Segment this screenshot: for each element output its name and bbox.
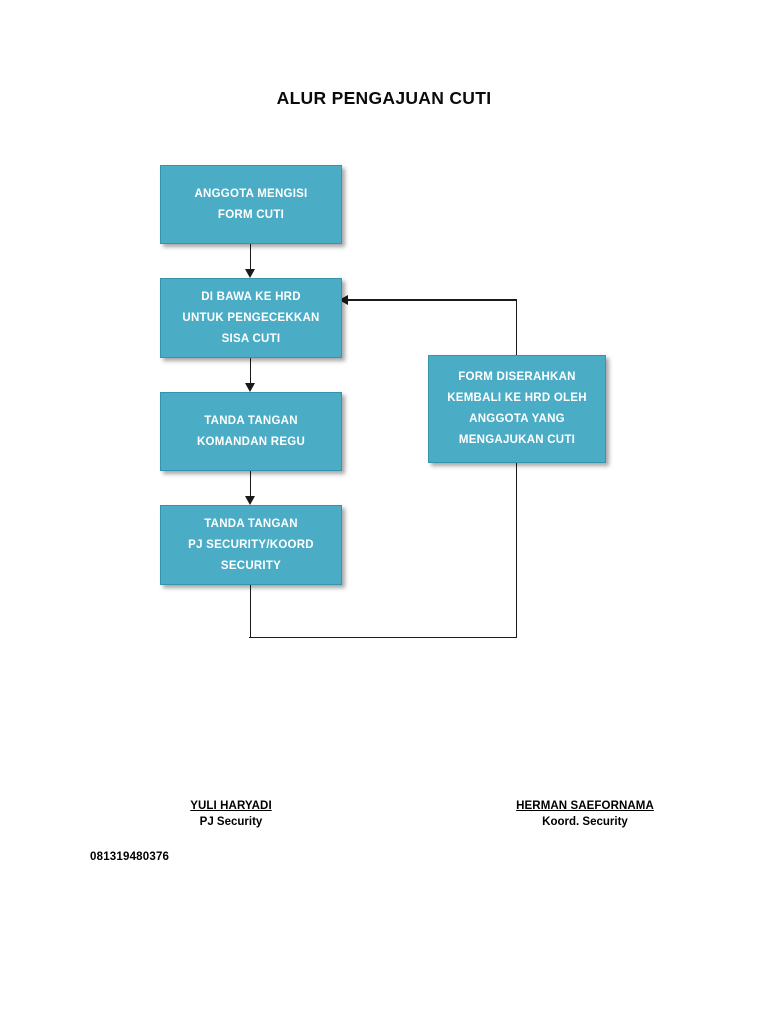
signature-block-right: HERMAN SAEFORNAMA Koord. Security (420, 800, 750, 828)
flow-box-line: UNTUK PENGECEKKAN (182, 311, 320, 324)
flow-box-anggota-mengisi-form-cuti[interactable]: ANGGOTA MENGISI FORM CUTI (160, 165, 342, 244)
arrowhead-down-icon (244, 269, 255, 278)
flow-box-line: MENGAJUKAN CUTI (458, 434, 576, 446)
arrowhead-down-icon (244, 383, 255, 392)
connector-feedback-vertical (515, 299, 518, 357)
page-title: ALUR PENGAJUAN CUTI (276, 88, 492, 108)
signature-name: YULI HARYADI (190, 800, 272, 812)
flow-box-line: PJ SECURITY/KOORD (188, 538, 314, 551)
flow-box-line: TANDA TANGAN (204, 414, 298, 427)
flow-box-line: ANGGOTA MENGISI (194, 187, 308, 200)
flow-box-line: ANGGOTA YANG (469, 413, 565, 425)
connector-arrow-anggota-to-hrd (249, 244, 252, 270)
flow-box-line: FORM CUTI (217, 208, 285, 221)
connector-arrow-hrd-to-komandan (249, 358, 252, 384)
signature-role: PJ Security (199, 816, 263, 828)
connector-return-horizontal-bottom (249, 636, 517, 639)
signature-block-left: YULI HARYADI PJ Security (60, 800, 402, 828)
flow-box-line: SECURITY (220, 559, 282, 572)
flow-box-form-diserahkan-kembali[interactable]: FORM DISERAHKAN KEMBALI KE HRD OLEH ANGG… (428, 355, 606, 463)
flow-box-di-bawa-ke-hrd[interactable]: DI BAWA KE HRD UNTUK PENGECEKKAN SISA CU… (160, 278, 342, 358)
connector-return-vertical-left (249, 585, 252, 637)
contact-phone-number: 081319480376 (90, 851, 170, 863)
arrowhead-left-icon (339, 294, 348, 305)
flow-box-tanda-tangan-pj-security[interactable]: TANDA TANGAN PJ SECURITY/KOORD SECURITY (160, 505, 342, 585)
flow-box-line: FORM DISERAHKAN (458, 371, 576, 383)
signature-role: Koord. Security (542, 816, 628, 828)
flow-box-line: SISA CUTI (221, 332, 281, 345)
flow-box-line: DI BAWA KE HRD (201, 290, 301, 303)
flow-box-tanda-tangan-komandan-regu[interactable]: TANDA TANGAN KOMANDAN REGU (160, 392, 342, 471)
signature-name: HERMAN SAEFORNAMA (516, 800, 654, 812)
flow-box-line: KEMBALI KE HRD OLEH (447, 392, 587, 404)
arrowhead-down-icon (244, 496, 255, 505)
flow-box-line: KOMANDAN REGU (196, 435, 306, 448)
connector-arrow-komandan-to-pj-security (249, 471, 252, 497)
flow-box-line: TANDA TANGAN (204, 517, 298, 530)
connector-feedback-horizontal (347, 299, 517, 301)
connector-return-vertical-right (515, 462, 518, 638)
